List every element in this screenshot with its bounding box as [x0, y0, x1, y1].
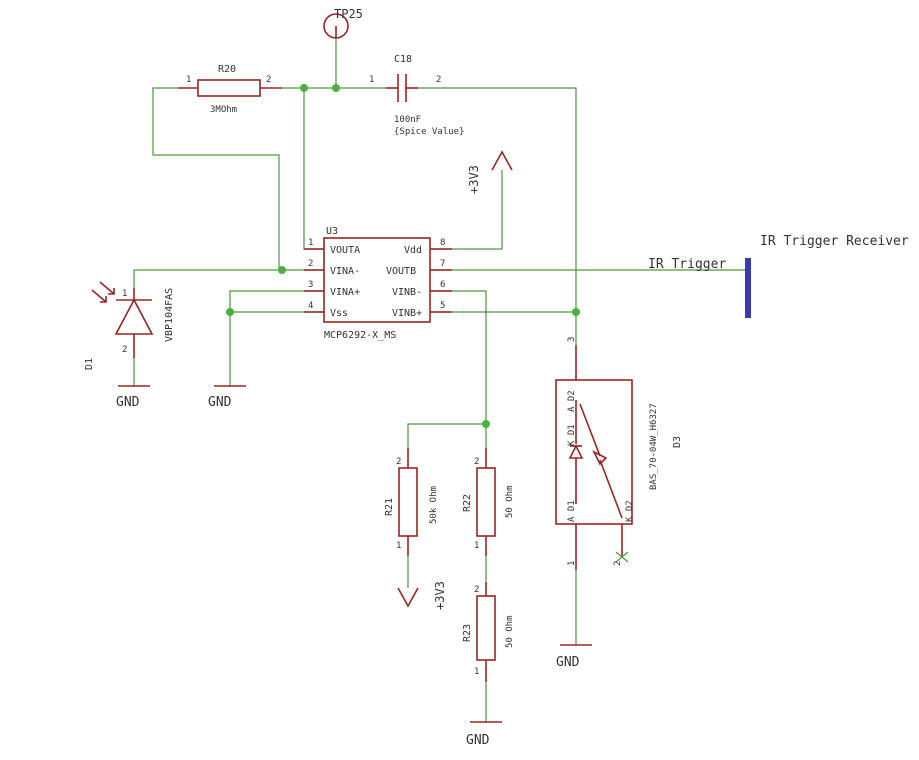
wires [133, 38, 746, 722]
d1-part: VBP104FAS [164, 288, 175, 342]
r20-value: 3MOhm [210, 105, 237, 115]
u3-pin-num: 4 [308, 301, 313, 311]
gnd-label: GND [466, 733, 490, 748]
d3-diode-pair[interactable]: A D2 K D1 A D1 K D2 3 1 2 BAS_70-04W_H63… [555, 337, 683, 570]
d3-part: BAS_70-04W_H6327 [649, 403, 659, 490]
d3-pin3: 3 [567, 337, 577, 342]
r23-name: R23 [462, 624, 473, 642]
u3-pin-num: 1 [308, 238, 313, 248]
r22-value: 50 Ohm [505, 485, 515, 518]
c18-capacitor[interactable]: C18 100nF {Spice Value} 1 2 [369, 54, 464, 137]
r20-pin2: 2 [266, 75, 271, 85]
r22-pin1: 1 [474, 541, 479, 551]
r23-pin1: 1 [474, 667, 479, 677]
junction-dot [226, 308, 234, 316]
r21-value: 50k Ohm [429, 486, 439, 524]
vdd-top-label: +3V3 [467, 165, 481, 194]
vdd-bottom-label: +3V3 [433, 581, 447, 610]
u3-pin-name: VOUTB [386, 266, 416, 277]
gnd-d1: GND [116, 385, 150, 410]
u3-pin-name: VINA- [330, 266, 360, 277]
u3-pin-name: VOUTA [330, 245, 360, 256]
u3-pin-num: 2 [308, 259, 313, 269]
c18-pin2: 2 [436, 75, 441, 85]
vdd-supply-bottom: +3V3 [397, 581, 447, 610]
d3-pin-label: A D2 [567, 390, 577, 412]
u3-pin-name: Vss [330, 308, 348, 319]
u3-pin-name: VINA+ [330, 287, 360, 298]
gnd-label: GND [208, 395, 232, 410]
d3-pin-label: K D1 [567, 424, 577, 446]
c18-value: 100nF [394, 115, 421, 125]
r20-pin1: 1 [186, 75, 191, 85]
r20-resistor[interactable]: R20 3MOhm 1 2 [178, 64, 282, 115]
u3-pin-num: 7 [440, 259, 445, 269]
gnd-r23: GND [466, 721, 502, 748]
r23-pin2: 2 [474, 585, 479, 595]
c18-pin1: 1 [369, 75, 374, 85]
r22-pin2: 2 [474, 457, 479, 467]
junctions [226, 84, 580, 428]
u3-pin-num: 6 [440, 280, 445, 290]
u3-pin-num: 3 [308, 280, 313, 290]
d3-pin1: 1 [567, 561, 577, 566]
junction-dot [278, 266, 286, 274]
u3-pin-name: VINB- [392, 287, 422, 298]
r21-name: R21 [384, 498, 395, 516]
d3-pin-label: K D2 [625, 500, 635, 522]
c18-name: C18 [394, 54, 412, 65]
tp25-label: TP25 [334, 7, 363, 21]
u3-pin-num: 5 [440, 301, 445, 311]
gnd-u3: GND [208, 385, 246, 410]
u3-opamp[interactable]: U3 MCP6292-X_MS 1 2 3 4 VOUTA VINA- VINA… [304, 226, 452, 341]
junction-dot [300, 84, 308, 92]
gnd-d3: GND [556, 644, 592, 670]
d3-pin-label: A D1 [567, 500, 577, 522]
tp25-test-point[interactable]: TP25 [323, 7, 363, 39]
d1-pin1: 1 [122, 289, 127, 299]
gnd-label: GND [556, 655, 580, 670]
r21-resistor[interactable]: 2 1 R21 50k Ohm [384, 448, 439, 556]
u3-part: MCP6292-X_MS [324, 330, 396, 341]
r23-value: 50 Ohm [505, 615, 515, 648]
ir-trigger-receiver-connector[interactable]: IR Trigger Receiver [745, 234, 909, 318]
c18-spice: {Spice Value} [394, 127, 464, 137]
junction-dot [482, 420, 490, 428]
vdd-supply-top: +3V3 [467, 150, 513, 194]
r21-pin1: 1 [396, 541, 401, 551]
d1-name: D1 [84, 358, 95, 370]
r23-resistor[interactable]: 2 1 R23 50 Ohm [462, 582, 515, 682]
u3-pin-num: 8 [440, 238, 445, 248]
u3-pin-name: VINB+ [392, 308, 422, 319]
r22-name: R22 [462, 494, 473, 512]
r21-pin2: 2 [396, 457, 401, 467]
junction-dot [572, 308, 580, 316]
junction-dot [332, 84, 340, 92]
r20-name: R20 [218, 64, 236, 75]
gnd-label: GND [116, 395, 140, 410]
u3-name: U3 [326, 226, 338, 237]
u3-pin-name: Vdd [404, 245, 422, 256]
ir-trigger-net-label: IR Trigger [648, 257, 726, 272]
r22-resistor[interactable]: 2 1 R22 50 Ohm [462, 448, 515, 556]
d3-name: D3 [672, 436, 683, 448]
d3-pin2: 2 [613, 561, 623, 566]
receiver-label: IR Trigger Receiver [760, 234, 909, 249]
d1-pin2: 2 [122, 345, 127, 355]
d1-photodiode[interactable]: 1 2 VBP104FAS D1 [84, 281, 175, 370]
